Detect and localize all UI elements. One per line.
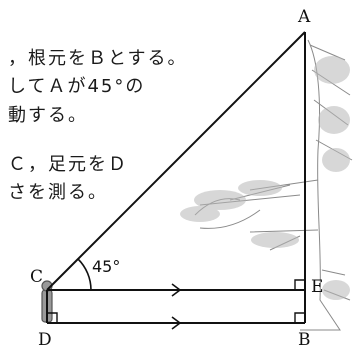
point-label-C: C — [30, 267, 43, 287]
text-line-2: してＡが45°の — [8, 76, 146, 97]
right-angle-mark-B — [294, 312, 305, 323]
point-label-D: D — [38, 330, 52, 349]
point-label-E: E — [311, 277, 323, 297]
right-angle-mark-E — [294, 279, 305, 290]
text-line-5: さを測る。 — [8, 182, 108, 203]
angle-label: 45° — [92, 257, 120, 276]
parallel-arrows — [171, 283, 182, 330]
triangle-lines — [46, 31, 306, 324]
text-line-1: ，根元をＢとする。 — [8, 48, 188, 69]
right-angle-mark-D — [47, 312, 58, 323]
text-line-3: 動する。 — [8, 105, 88, 126]
right-angle-marks — [47, 279, 305, 323]
pine-needle-clusters — [180, 56, 350, 300]
point-label-B: B — [298, 330, 311, 349]
line-CA — [46, 31, 306, 291]
text-line-4: Ｃ，足元をＤ — [8, 154, 128, 175]
parallel-arrow-CE — [171, 283, 182, 297]
parallel-arrow-DB — [171, 316, 182, 330]
point-label-A: A — [297, 7, 311, 27]
angle-arc — [77, 258, 92, 291]
